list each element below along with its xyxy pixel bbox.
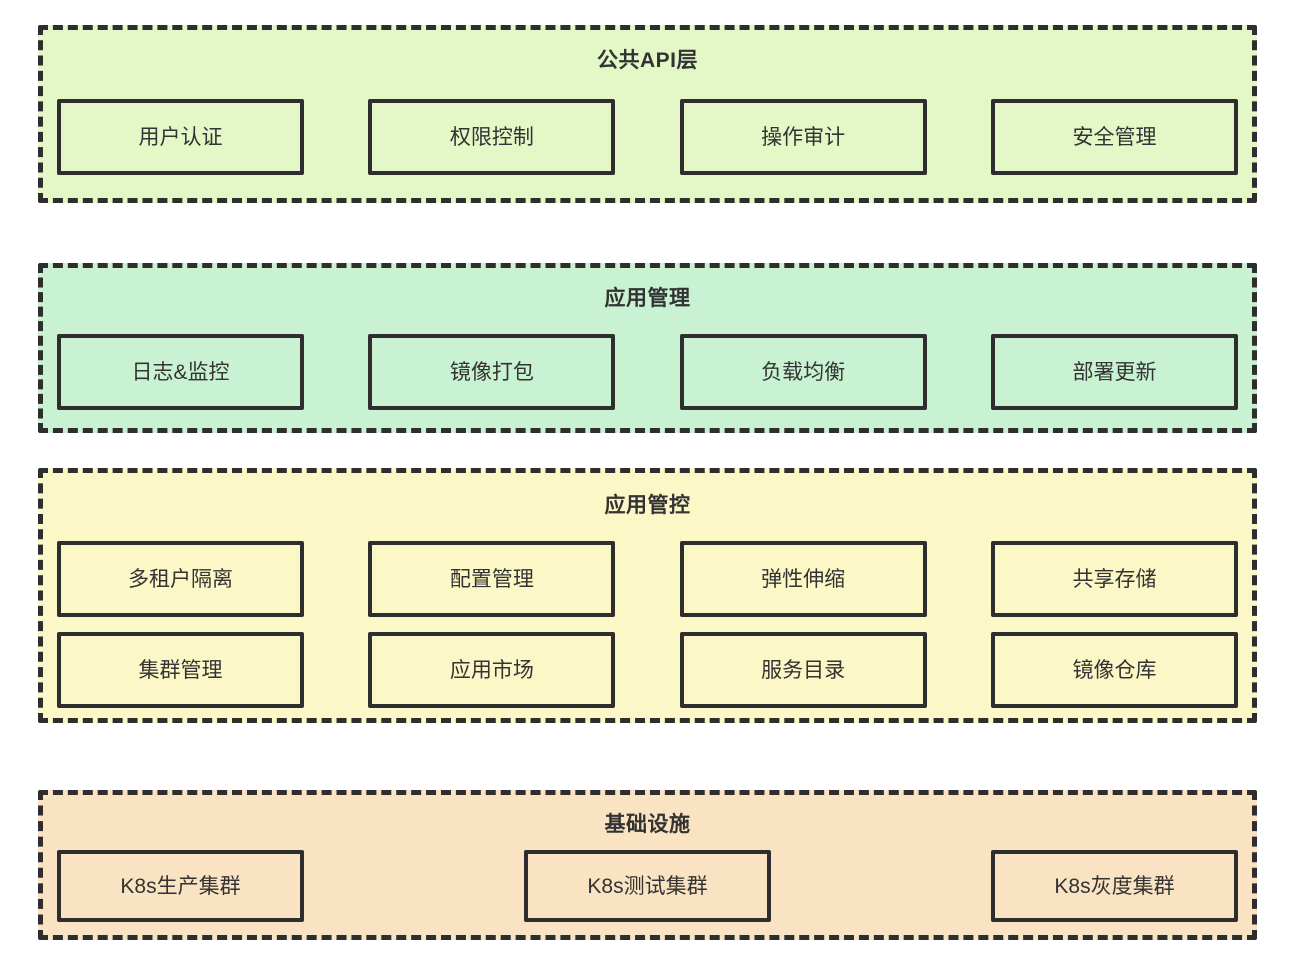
layer-public-api-row: 用户认证 权限控制 操作审计 安全管理 bbox=[43, 99, 1252, 175]
layer-app-management-title: 应用管理 bbox=[604, 287, 691, 310]
layer-app-control-title: 应用管控 bbox=[604, 494, 691, 517]
box-image-registry: 镜像仓库 bbox=[990, 632, 1238, 708]
layer-public-api-title: 公共API层 bbox=[596, 49, 698, 72]
box-operation-audit: 操作审计 bbox=[679, 99, 927, 175]
box-k8s-production-cluster: K8s生产集群 bbox=[57, 850, 304, 922]
layer-app-management-row: 日志&监控 镜像打包 负载均衡 部署更新 bbox=[43, 334, 1252, 410]
layer-infrastructure-title: 基础设施 bbox=[604, 813, 691, 836]
box-user-auth: 用户认证 bbox=[57, 99, 304, 175]
layer-public-api: 公共API层 用户认证 权限控制 操作审计 安全管理 bbox=[38, 25, 1257, 203]
box-image-packaging: 镜像打包 bbox=[368, 334, 616, 410]
box-permission-control: 权限控制 bbox=[368, 99, 616, 175]
layer-infrastructure-row: K8s生产集群 K8s测试集群 K8s灰度集群 bbox=[43, 850, 1252, 922]
layer-app-control-row-2: 集群管理 应用市场 服务目录 镜像仓库 bbox=[43, 632, 1252, 708]
box-multi-tenant-isolation: 多租户隔离 bbox=[57, 541, 304, 617]
box-k8s-test-cluster: K8s测试集群 bbox=[524, 850, 771, 922]
box-config-management: 配置管理 bbox=[368, 541, 616, 617]
box-shared-storage: 共享存储 bbox=[990, 541, 1238, 617]
box-security-management: 安全管理 bbox=[990, 99, 1238, 175]
layer-app-management: 应用管理 日志&监控 镜像打包 负载均衡 部署更新 bbox=[38, 263, 1257, 433]
box-logs-monitoring: 日志&监控 bbox=[57, 334, 304, 410]
box-load-balancing: 负载均衡 bbox=[679, 334, 927, 410]
box-cluster-management: 集群管理 bbox=[57, 632, 304, 708]
box-app-market: 应用市场 bbox=[368, 632, 616, 708]
box-deployment-update: 部署更新 bbox=[990, 334, 1238, 410]
box-service-catalog: 服务目录 bbox=[679, 632, 927, 708]
layer-infrastructure: 基础设施 K8s生产集群 K8s测试集群 K8s灰度集群 bbox=[38, 790, 1257, 940]
layer-app-control-row-1: 多租户隔离 配置管理 弹性伸缩 共享存储 bbox=[43, 541, 1252, 617]
box-k8s-gray-cluster: K8s灰度集群 bbox=[991, 850, 1238, 922]
layer-app-control: 应用管控 多租户隔离 配置管理 弹性伸缩 共享存储 集群管理 应用市场 服务目录… bbox=[38, 468, 1257, 723]
box-elastic-scaling: 弹性伸缩 bbox=[679, 541, 927, 617]
